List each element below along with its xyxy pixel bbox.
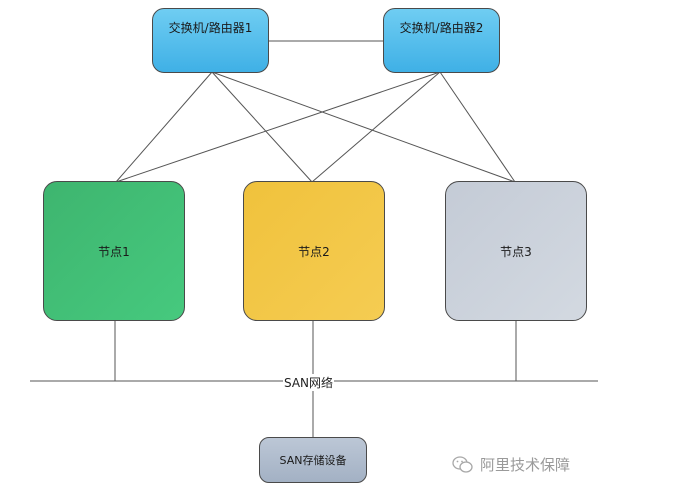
san-storage-device: SAN存储设备: [259, 437, 367, 483]
node-3: 节点3: [445, 181, 587, 321]
san-storage-label: SAN存储设备: [279, 454, 347, 467]
node-3-label: 节点3: [500, 244, 532, 259]
watermark-text: 阿里技术保障: [480, 456, 571, 474]
switch-router-2: 交换机/路由器2: [383, 8, 500, 73]
link-switch1-node2: [211, 71, 313, 183]
node-2: 节点2: [243, 181, 385, 321]
link-switch1-node3: [211, 71, 516, 183]
link-switch2-node3: [439, 71, 516, 183]
link-switch1-node1: [115, 71, 213, 183]
node-1: 节点1: [43, 181, 185, 321]
switch-router-1-label: 交换机/路由器1: [168, 21, 253, 35]
node-2-label: 节点2: [298, 244, 330, 259]
node-1-label: 节点1: [98, 244, 130, 259]
san-network-label: SAN网络: [283, 374, 335, 391]
switch-router-1: 交换机/路由器1: [152, 8, 269, 73]
switch-router-2-label: 交换机/路由器2: [399, 21, 484, 35]
link-switch2-node2: [311, 71, 441, 183]
wechat-icon: [452, 455, 473, 473]
watermark: 阿里技术保障: [452, 454, 570, 475]
link-switch2-node1: [115, 71, 441, 183]
